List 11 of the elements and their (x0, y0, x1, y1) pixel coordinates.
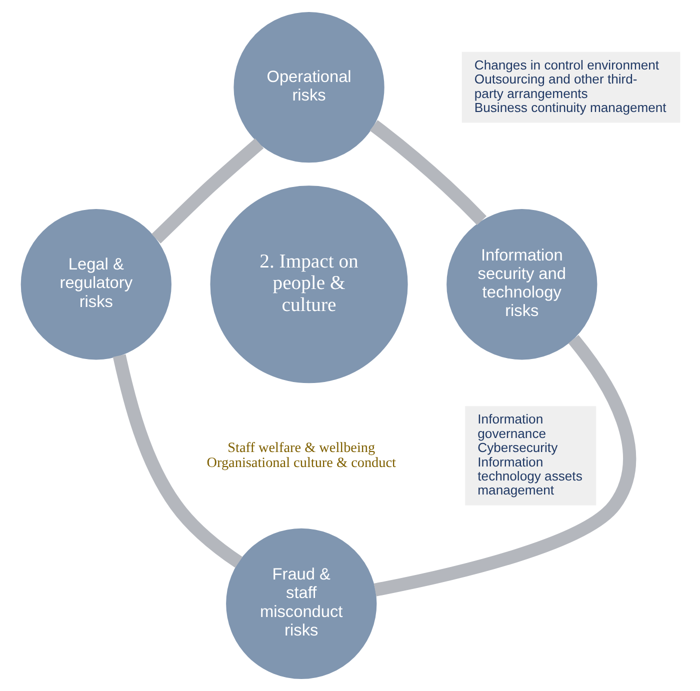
node-circle: 2. Impact on people & culture (210, 186, 408, 384)
connector (373, 335, 636, 596)
node-circle: Legal & regulatory risks (20, 209, 171, 360)
connector (369, 120, 486, 226)
label: Organisational culture & conduct (206, 455, 396, 472)
node-circle: Fraud & staff misconduct risks (226, 528, 376, 679)
node-circle: Information security and technology risks (446, 209, 597, 360)
connector (112, 354, 242, 568)
label: Staff welfare & wellbeing (227, 440, 375, 456)
node-circle: Operational risks (233, 12, 384, 163)
connector (151, 138, 264, 244)
